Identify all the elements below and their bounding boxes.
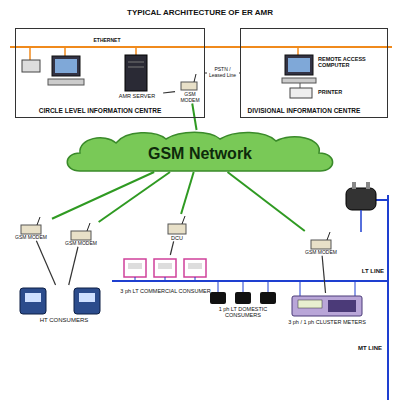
commercial-meter <box>124 259 206 281</box>
gsm-link <box>99 172 170 222</box>
cluster-meter <box>292 281 362 316</box>
text-label: ETHERNET <box>82 38 132 44</box>
modem-box: GSM MODEM <box>60 222 102 247</box>
connector-line <box>322 256 325 293</box>
node-label: 3 ph LT COMMERCIAL CONSUMER <box>118 288 213 294</box>
mt-line <box>387 195 389 400</box>
node-label: GSM MODEM <box>300 250 342 256</box>
connector-line <box>163 92 175 93</box>
text-label: PRINTER <box>318 89 368 95</box>
node-label: DCU <box>160 235 194 241</box>
panel-heading: DIVISIONAL INFORMATION CENTRE <box>245 107 363 114</box>
server-label: AMR SERVER <box>107 93 167 99</box>
dcu-box: DCU <box>160 214 194 241</box>
modem-icon <box>21 217 41 234</box>
node-label: GSM MODEM <box>60 241 102 247</box>
modem-box: GSM MODEM <box>175 76 205 104</box>
info-centre-panel: DIVISIONAL INFORMATION CENTRE <box>240 28 388 118</box>
computer-icon <box>282 47 316 83</box>
modem-icon <box>311 232 331 249</box>
connector-line <box>36 241 55 285</box>
text-label: LT LINE <box>340 268 384 275</box>
node-label: HT CONSUMERS <box>10 317 118 324</box>
lt-line <box>112 280 388 282</box>
domestic-meter <box>210 281 276 304</box>
ht-meter <box>20 288 100 314</box>
ethernet-line <box>10 46 392 48</box>
network-cloud: GSM Network <box>60 130 340 172</box>
node-label: 1 ph LT DOMESTIC CONSUMERS <box>204 306 282 319</box>
computer-icon <box>48 47 84 85</box>
network-name: GSM Network <box>148 145 252 163</box>
text-label: MT LINE <box>336 345 382 352</box>
node-label: AMR SERVER <box>107 93 167 99</box>
gsm-link <box>228 172 305 231</box>
diagram-title: TYPICAL ARCHITECTURE OF ER AMR <box>0 8 400 17</box>
node-label: GSM MODEM <box>10 235 52 241</box>
lt-line <box>376 199 388 201</box>
edge-label: PSTN / Leased Line <box>207 67 239 79</box>
consumer-group: 1 ph LT DOMESTIC CONSUMERS <box>204 290 282 319</box>
consumer-group: HT CONSUMERS <box>10 285 118 324</box>
connector-line <box>69 247 78 285</box>
gsm-link <box>52 172 154 219</box>
modem-box: GSM MODEM <box>300 231 342 256</box>
modem-icon <box>71 223 91 240</box>
desktop-icon <box>22 47 40 72</box>
modem-icon <box>181 74 197 90</box>
server-tower <box>125 47 147 91</box>
modem-box: GSM MODEM <box>10 216 52 241</box>
transformer-symbol <box>346 182 376 232</box>
consumer-group: 3 ph LT COMMERCIAL CONSUMER <box>118 255 213 294</box>
consumer-group: 3 ph / 1 ph CLUSTER METERS <box>283 293 371 325</box>
node-label: 3 ph / 1 ph CLUSTER METERS <box>283 319 371 325</box>
text-label: REMOTE ACCESS COMPUTER <box>318 56 384 69</box>
gsm-link <box>181 172 194 214</box>
node-label: GSM MODEM <box>175 92 205 104</box>
dcu-icon <box>168 216 186 234</box>
gsm-link <box>192 104 196 131</box>
panel-heading: CIRCLE LEVEL INFORMATION CENTRE <box>20 107 180 114</box>
printer-icon <box>290 83 312 98</box>
connector-line <box>170 241 173 255</box>
